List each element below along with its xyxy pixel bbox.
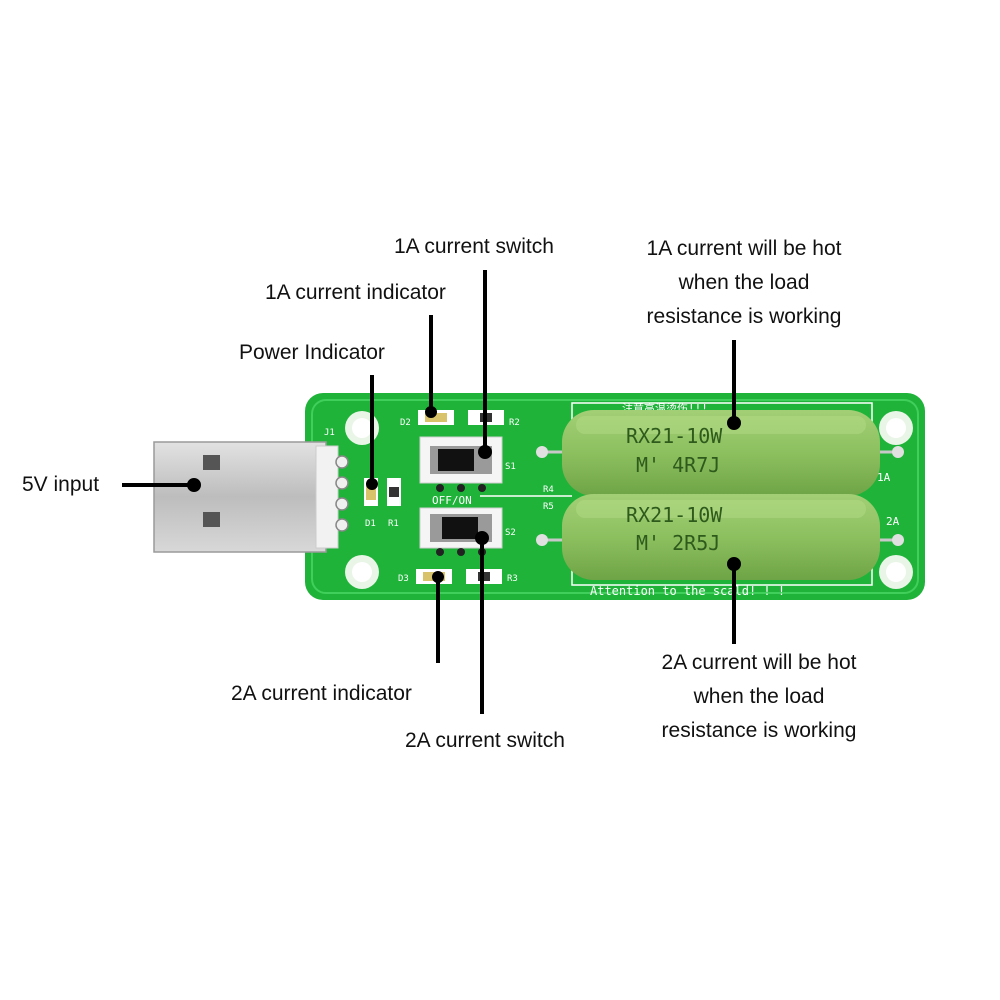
callout-2a-current-indicator: 2A current indicator bbox=[231, 682, 412, 705]
resistor-1a-marking-line2: M' 4R7J bbox=[636, 453, 720, 477]
callout-1a-hot-warning: 1A current will be hot when the load res… bbox=[614, 232, 874, 334]
load-resistor-1a: RX21-10W M' 4R7J bbox=[562, 410, 880, 496]
ref-d2: D2 bbox=[400, 418, 411, 428]
ref-r4: R4 bbox=[543, 485, 554, 495]
resistor-2a-marking-line1: RX21-10W bbox=[626, 503, 723, 527]
switch-1a bbox=[419, 436, 503, 492]
callout-1a-hot-line2: when the load bbox=[678, 271, 810, 294]
callout-1a-current-switch: 1A current switch bbox=[394, 235, 554, 258]
ref-s1: S1 bbox=[505, 462, 516, 472]
ref-r2: R2 bbox=[509, 418, 520, 428]
load-2a-label: 2A bbox=[886, 515, 900, 528]
leader-lines bbox=[122, 270, 741, 714]
callout-1a-current-indicator: 1A current indicator bbox=[265, 281, 446, 304]
callout-2a-current-switch: 2A current switch bbox=[405, 729, 565, 752]
callout-power-indicator: Power Indicator bbox=[239, 341, 385, 364]
callout-5v-input: 5V input bbox=[22, 473, 100, 496]
scald-warning: Attention to the scald! ! ! bbox=[590, 584, 785, 598]
ref-r5: R5 bbox=[543, 502, 554, 512]
ref-d1: D1 bbox=[365, 519, 376, 529]
callout-1a-hot-line3: resistance is working bbox=[646, 305, 842, 328]
ref-s2: S2 bbox=[505, 528, 516, 538]
lead-pads bbox=[536, 446, 904, 546]
usb-pads bbox=[335, 455, 349, 532]
switch-off-on-label: OFF/ON bbox=[432, 494, 472, 507]
callout-2a-hot-line3: resistance is working bbox=[661, 719, 857, 742]
ref-r1: R1 bbox=[388, 519, 399, 529]
resistor-r1 bbox=[387, 478, 401, 506]
callout-2a-hot-warning: 2A current will be hot when the load res… bbox=[629, 646, 889, 748]
callout-1a-hot-line1: 1A current will be hot bbox=[646, 237, 842, 260]
ref-j1: J1 bbox=[324, 428, 335, 438]
silkscreen-labels: J1 D1 R1 D2 R2 D3 R3 S1 S2 R4 R5 OFF/ON … bbox=[324, 401, 900, 598]
load-1a-label: 1A bbox=[877, 471, 891, 484]
callout-2a-hot-line2: when the load bbox=[693, 685, 825, 708]
ref-d3: D3 bbox=[398, 574, 409, 584]
resistor-2a-marking-line2: M' 2R5J bbox=[636, 531, 720, 555]
callout-2a-hot-line1: 2A current will be hot bbox=[661, 651, 857, 674]
resistor-1a-marking-line1: RX21-10W bbox=[626, 424, 723, 448]
ref-r3: R3 bbox=[507, 574, 518, 584]
load-resistor-2a: RX21-10W M' 2R5J bbox=[562, 494, 880, 580]
usb-plug bbox=[153, 441, 339, 553]
